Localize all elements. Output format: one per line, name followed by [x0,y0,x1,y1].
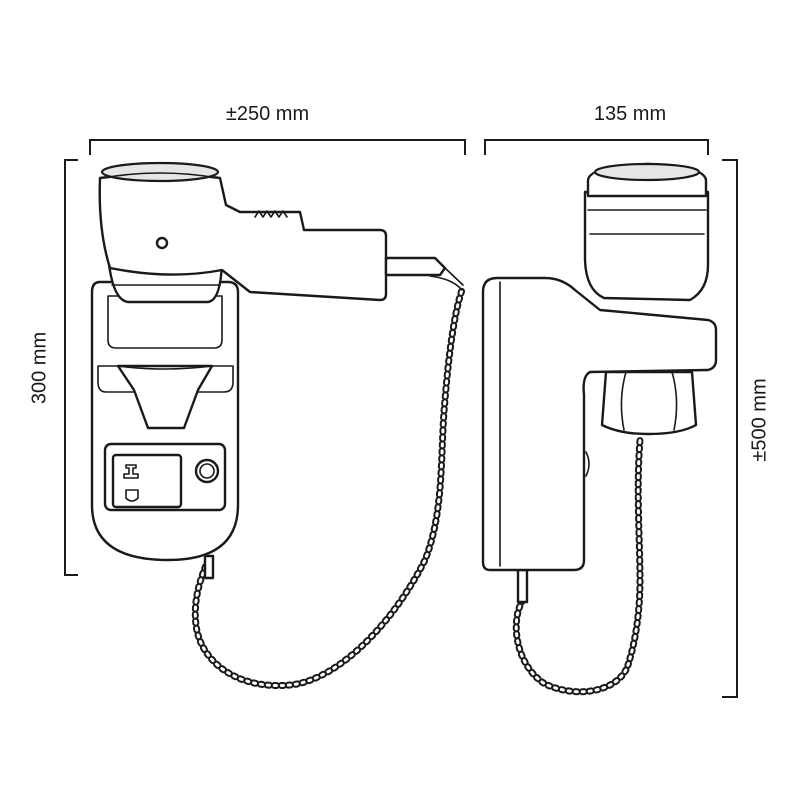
front-hair-dryer [98,161,464,304]
front-view [90,161,466,690]
front-wall-holder [90,280,240,580]
dimension-label-width: ±250 mm [225,103,310,125]
front-coiled-cord [191,275,466,690]
dimension-line-holder-height [64,159,78,576]
side-wall-holder [481,276,718,572]
side-hair-dryer [583,162,710,436]
side-view [481,162,718,696]
dimension-line-width [89,139,466,155]
dimension-line-total-height [722,159,738,698]
dimension-label-total-height: ±500 mm [748,378,771,462]
dimension-label-depth: 135 mm [593,103,667,125]
dimension-label-holder-height: 300 mm [28,331,51,405]
dimension-line-depth [484,139,709,155]
